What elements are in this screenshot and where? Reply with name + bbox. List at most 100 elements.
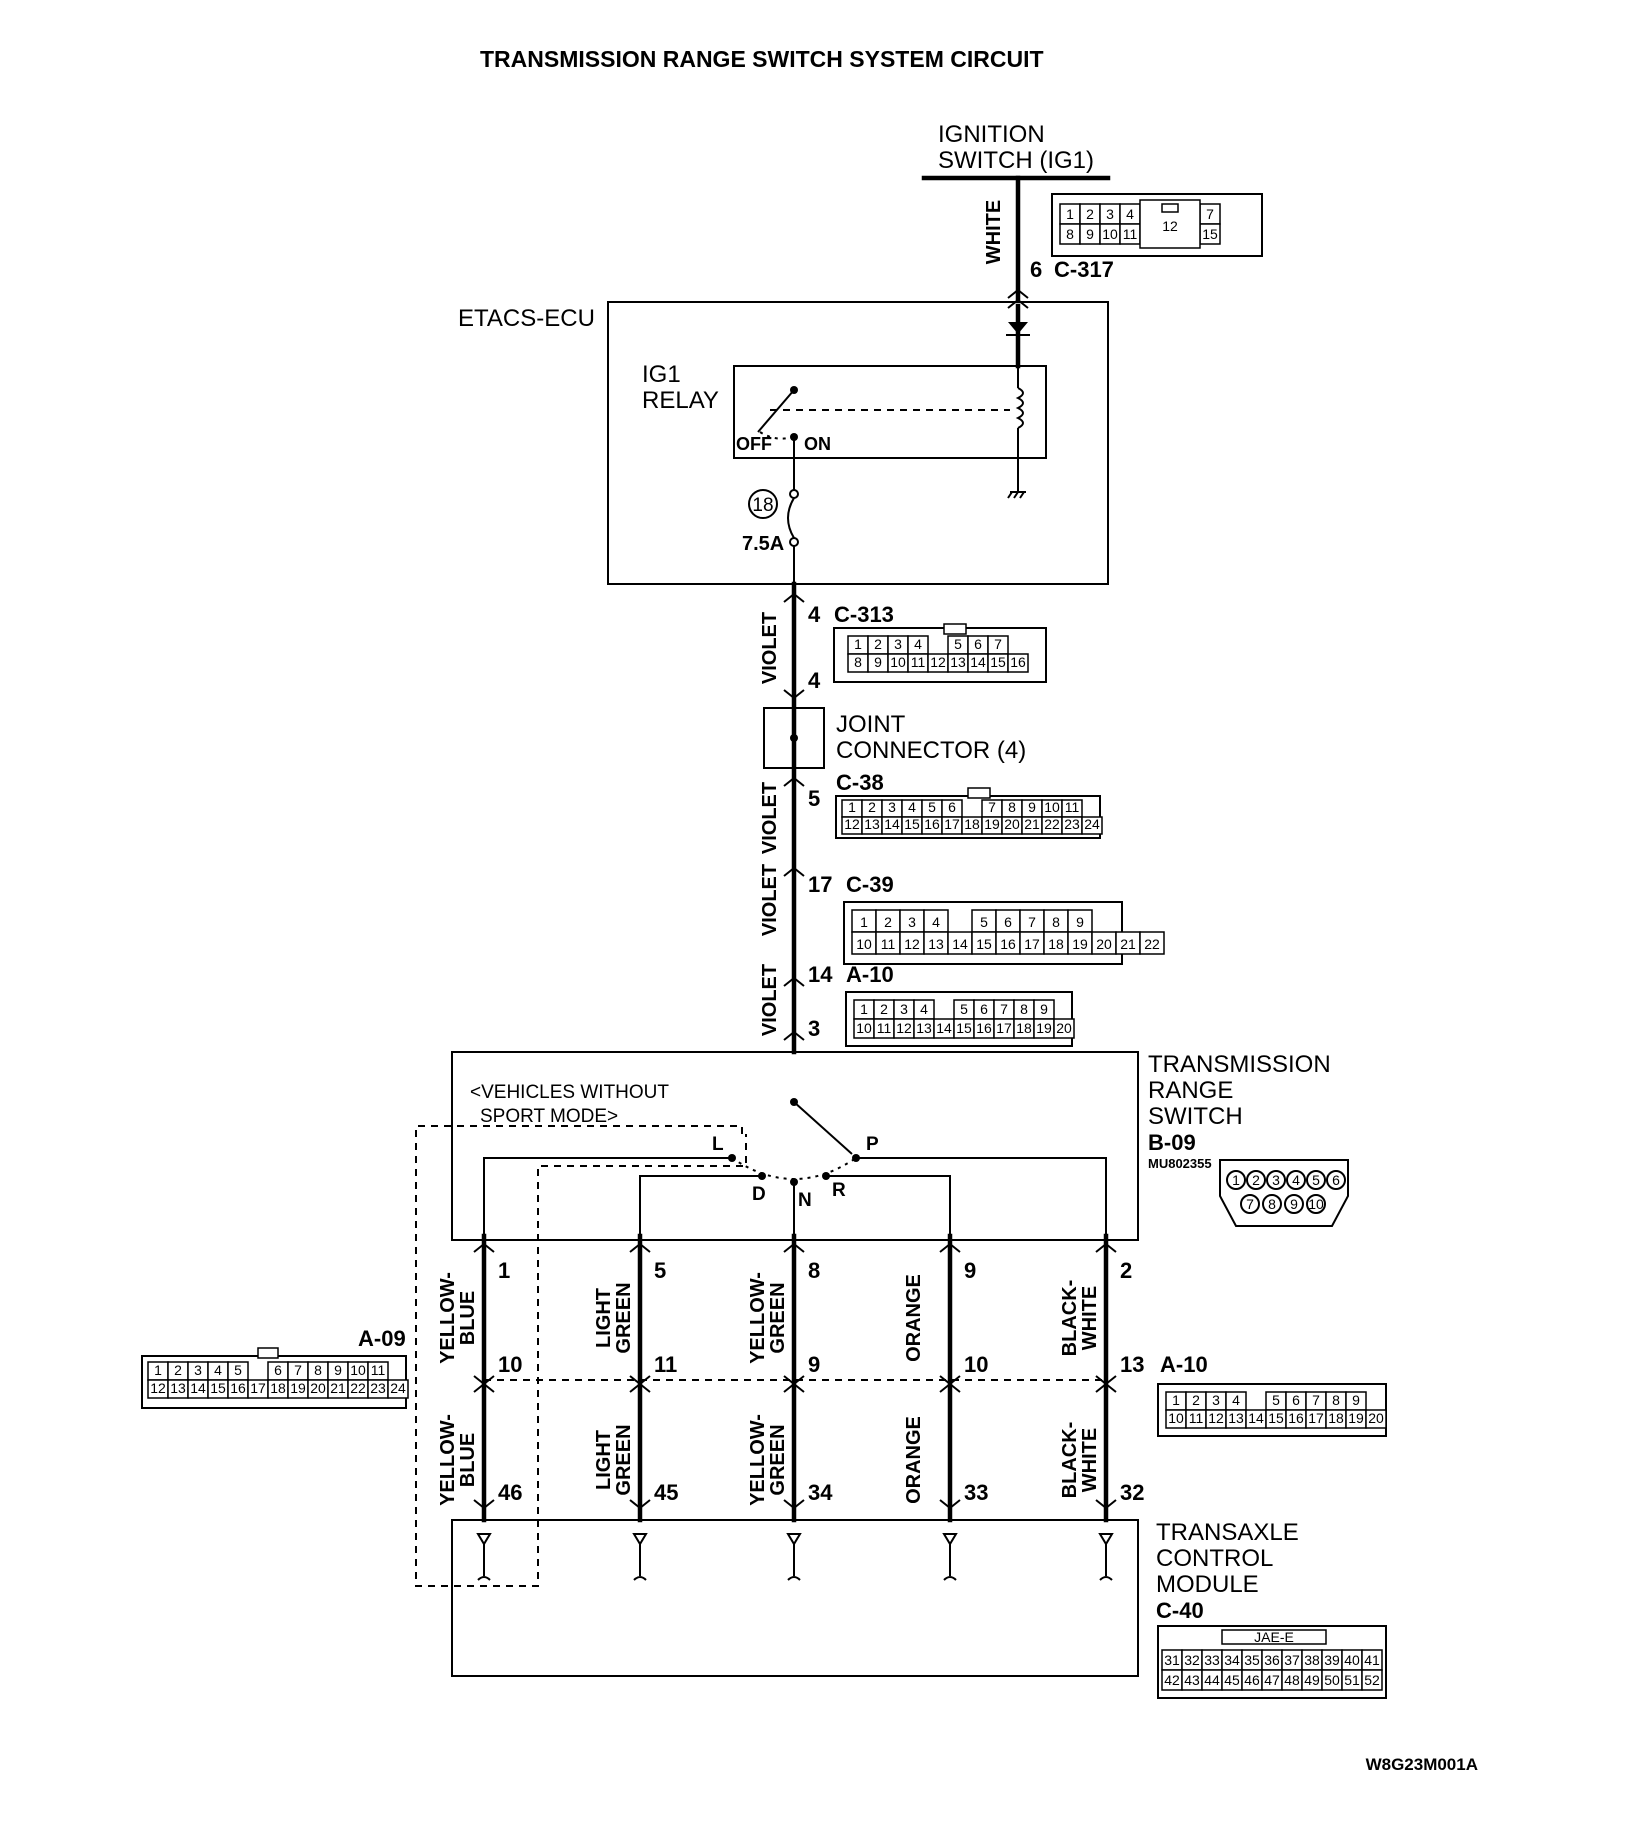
- trs-wire-l: [483, 1157, 732, 1236]
- a10-violet-pin-label: 8: [1020, 1001, 1028, 1017]
- a10-harness-pin-label: 5: [1272, 1392, 1280, 1408]
- wire-color-label-line2: WHITE: [1079, 1428, 1101, 1492]
- c38-pin-label: 10: [1044, 799, 1060, 815]
- a09-pin-label: 18: [270, 1380, 286, 1396]
- a10-violet-pin-top: 14: [808, 962, 833, 987]
- fuse-icon: [787, 497, 795, 539]
- joint-label-line2: CONNECTOR (4): [836, 737, 1026, 764]
- c38-pin-label: 4: [908, 799, 916, 815]
- trs-connector-chevron: [629, 1242, 651, 1253]
- c313-pin-label: 13: [950, 654, 966, 670]
- relay-off-path: [759, 431, 793, 440]
- a09-pin-label: 9: [334, 1362, 342, 1378]
- a09-cell: [387, 1379, 409, 1399]
- wire-color-label-line2: GREEN: [613, 1424, 635, 1495]
- c40-pin-label: 39: [1324, 1652, 1340, 1668]
- a09-pin-label: 19: [290, 1380, 306, 1396]
- a09-pin-label: 4: [214, 1362, 222, 1378]
- c317-pin-label: 2: [1086, 206, 1094, 222]
- c38-pin-label: 3: [888, 799, 896, 815]
- c39-pin-label: 11: [881, 936, 896, 952]
- tcm-box: [451, 1519, 1139, 1677]
- a09-pin-label: 1: [154, 1362, 162, 1378]
- mid-pin-number: 10: [964, 1352, 988, 1377]
- relay-coil-icon: [1015, 387, 1024, 429]
- c313-pin-label: 6: [974, 636, 982, 652]
- c313-pin-bottom: 4: [808, 668, 821, 693]
- wire-color-label-line2: BLUE: [457, 1433, 479, 1487]
- tcm-connector-chevron: [1095, 1499, 1117, 1510]
- c313-chevron: [783, 592, 805, 700]
- mid-connector-chevron: [629, 1375, 651, 1393]
- a09-pin-label: 3: [194, 1362, 202, 1378]
- c317-chevron: [1007, 288, 1029, 309]
- c40-pin-label: 52: [1364, 1672, 1380, 1688]
- c40-pin-label: 37: [1284, 1652, 1300, 1668]
- mid-connector-chevron: [473, 1375, 495, 1393]
- a10-violet-pin-label: 5: [960, 1001, 968, 1017]
- a10-harness-pin-label: 17: [1308, 1410, 1324, 1426]
- a10-harness-pin-label: 11: [1189, 1410, 1204, 1426]
- wire-color-label-line1: LIGHT: [593, 1430, 615, 1490]
- c39-pin: 17: [808, 872, 832, 897]
- a10-violet-pin-label: 10: [856, 1020, 872, 1036]
- c38-pin-label: 22: [1044, 816, 1060, 832]
- a10-harness-pin-label: 6: [1292, 1392, 1300, 1408]
- a09-pin-label: 13: [170, 1380, 186, 1396]
- b09-pin: [1262, 1194, 1282, 1214]
- wire-label-violet-1: VIOLET: [759, 612, 781, 684]
- a10-harness-pin-label: 7: [1312, 1392, 1320, 1408]
- tcm-label-line2: CONTROL: [1156, 1545, 1273, 1572]
- c40-pin-label: 33: [1204, 1652, 1220, 1668]
- mid-pin-number: 10: [498, 1352, 522, 1377]
- c40-pin-label: 43: [1184, 1672, 1200, 1688]
- a10-harness-pin-label: 15: [1268, 1410, 1284, 1426]
- b09-pin-label: 6: [1332, 1172, 1340, 1188]
- c317-pin: 6: [1030, 257, 1042, 282]
- b09-connector-label: B-09: [1148, 1130, 1196, 1155]
- c40-pin-label: 42: [1164, 1672, 1180, 1688]
- trs-pin-number: 9: [964, 1258, 976, 1283]
- a10-violet-pin-label: 13: [916, 1020, 932, 1036]
- a10-harness-pin-label: 10: [1168, 1410, 1184, 1426]
- ignition-label-line1: IGNITION: [938, 121, 1045, 148]
- mid-connector-chevron: [939, 1375, 961, 1393]
- c313-pin-label: 2: [874, 636, 882, 652]
- c38-pin-label: 8: [1008, 799, 1016, 815]
- c313-pin-label: 15: [990, 654, 1006, 670]
- a10-violet-pin-label: 12: [896, 1020, 912, 1036]
- c38-pin-label: 20: [1004, 816, 1020, 832]
- c39-chevron: [783, 866, 805, 877]
- tcm-pin-number: 45: [654, 1480, 678, 1505]
- c39-pin-label: 20: [1096, 936, 1112, 952]
- c317-pin-label: 15: [1202, 226, 1218, 242]
- a09-pin-label: 11: [371, 1362, 386, 1378]
- wire-color-label-line2: GREEN: [767, 1282, 789, 1353]
- a09-pin-label: 2: [174, 1362, 182, 1378]
- tcm-pin-number: 46: [498, 1480, 522, 1505]
- relay-on-label: ON: [804, 434, 831, 454]
- etacs-ecu-box: [607, 301, 1109, 585]
- trs-label-line3: SWITCH: [1148, 1103, 1243, 1130]
- c38-pin: 5: [808, 786, 820, 811]
- trs-note-line1: <VEHICLES WITHOUT: [470, 1082, 669, 1103]
- wire-label-white: WHITE: [983, 200, 1005, 264]
- c38-pin-label: 21: [1024, 816, 1040, 832]
- a10-harness-pin-label: 20: [1368, 1410, 1384, 1426]
- a10-violet-pin-label: 16: [976, 1020, 992, 1036]
- a09-pin-label: 21: [330, 1380, 346, 1396]
- relay-label-line1: IG1: [642, 361, 681, 388]
- trs-connector-chevron: [939, 1242, 961, 1253]
- c39-pin-label: 18: [1048, 936, 1064, 952]
- sport-mode-boundary-outer: [415, 1125, 747, 1587]
- c313-pin-label: 8: [854, 654, 862, 670]
- a10-violet-pin-label: 14: [936, 1020, 952, 1036]
- trs-pin-number: 5: [654, 1258, 666, 1283]
- tcm-pin-number: 33: [964, 1480, 988, 1505]
- wire-label-violet-2: VIOLET: [759, 782, 781, 854]
- a09-pin-label: 23: [370, 1380, 386, 1396]
- a10-harness-pin-label: 4: [1232, 1392, 1240, 1408]
- wire-color-label-line1: BLACK-: [1059, 1280, 1081, 1357]
